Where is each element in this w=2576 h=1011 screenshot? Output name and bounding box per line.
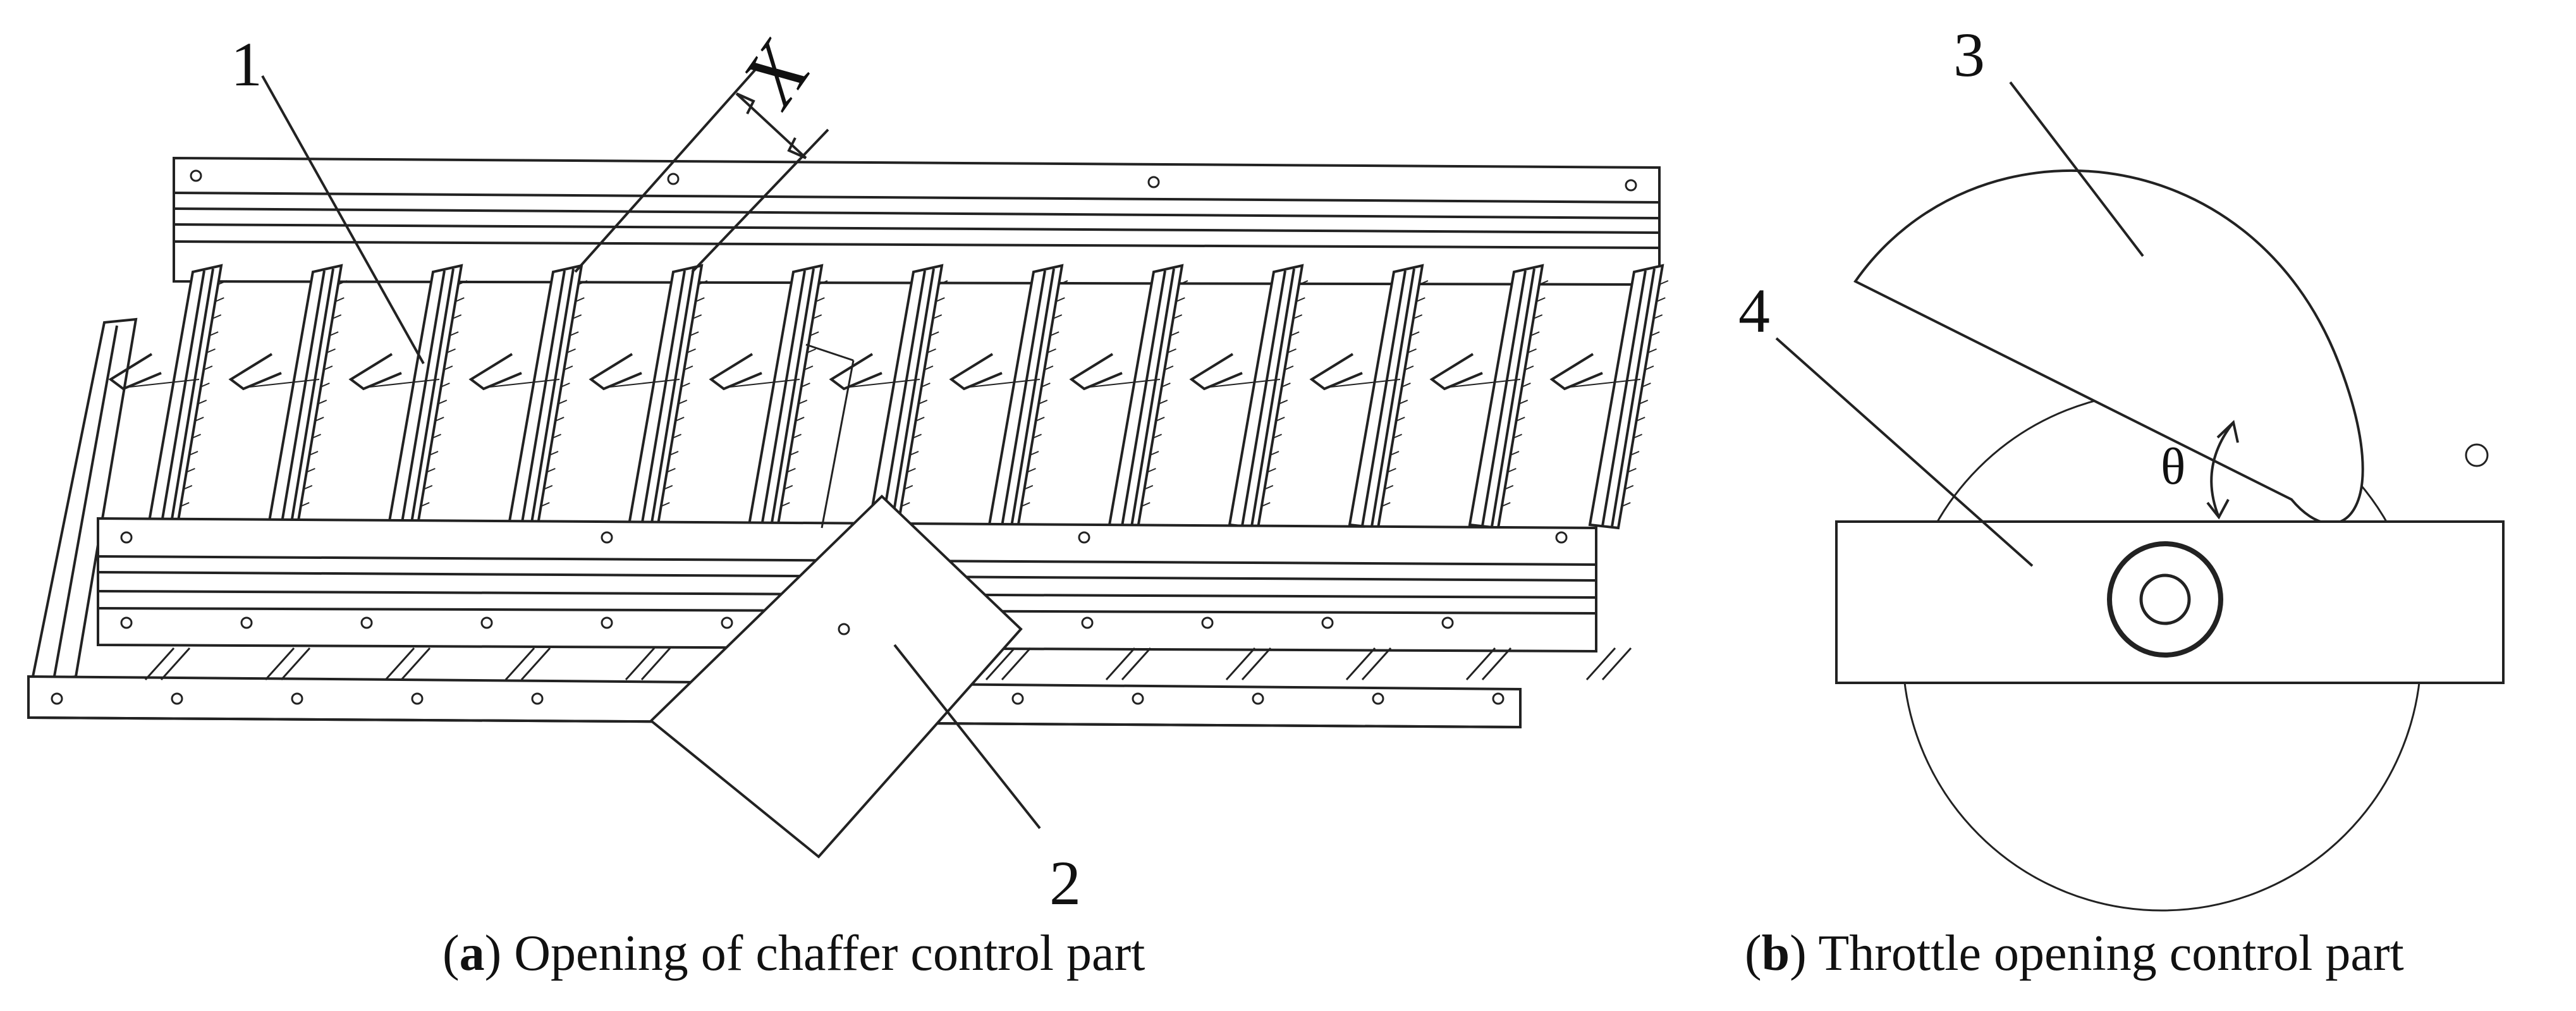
angle-theta-label: θ — [2161, 438, 2185, 495]
dimension-x — [574, 68, 829, 273]
bolt — [1201, 616, 1214, 629]
louvre-fin — [1549, 264, 1669, 530]
bolt — [1321, 616, 1334, 629]
caption-b: (b) Throttle opening control part — [1745, 926, 2404, 981]
bolt — [240, 616, 253, 629]
bolt — [1441, 616, 1454, 629]
bolt — [531, 692, 544, 705]
throttle-shaft-outer — [2107, 541, 2223, 658]
chaffer-control-plate — [649, 343, 1023, 859]
louvre-fin — [1069, 264, 1188, 530]
throttle-shaft-inner — [2139, 573, 2191, 625]
callout-2: 2 — [1049, 848, 1081, 918]
bolt — [1011, 692, 1024, 705]
bolt — [360, 616, 373, 629]
leader-line-4 — [1775, 337, 2034, 567]
louvre-fin — [348, 264, 468, 530]
caption-a-text: Opening of chaffer control part — [514, 926, 1145, 981]
bolt — [1132, 692, 1144, 705]
chaffer-top-rail — [173, 156, 1661, 286]
angle-arc — [2210, 421, 2235, 518]
throttle-valve — [1853, 169, 2364, 525]
bolt — [1492, 692, 1505, 705]
throttle-drawing — [1775, 81, 2505, 912]
leader-line-2 — [893, 644, 1041, 830]
caption-b-tag: b — [1761, 926, 1790, 981]
callout-1: 1 — [231, 29, 262, 99]
bolt — [120, 616, 133, 629]
louvre-fin — [228, 264, 348, 530]
louvre-fin — [468, 264, 588, 530]
caption-a: (a) Opening of chaffer control part — [443, 926, 1145, 981]
bolt — [1555, 531, 1568, 544]
louvre-fin — [1429, 264, 1549, 530]
leader-line-1 — [261, 75, 425, 364]
bolt — [480, 616, 493, 629]
louvre-fin — [709, 264, 828, 530]
bolt — [291, 692, 303, 705]
throttle-valve-hole — [2465, 443, 2489, 467]
dimension-x-label: X — [723, 25, 829, 123]
caption-a-tag: a — [459, 926, 485, 981]
callout-4: 4 — [1738, 276, 1770, 346]
leader-line-3 — [2009, 81, 2144, 257]
louvre-fin — [589, 264, 708, 530]
chaffer-louvres — [108, 264, 1669, 530]
bolt — [601, 616, 613, 629]
caption-b-text: Throttle opening control part — [1818, 926, 2404, 981]
bolt — [1252, 692, 1264, 705]
chaffer-top-rail-bolts — [190, 169, 1637, 192]
bolt — [51, 692, 63, 705]
louvre-fin — [1309, 264, 1429, 530]
chaffer-drawing — [27, 68, 1669, 859]
bolt — [120, 531, 133, 544]
bolt — [721, 616, 733, 629]
louvre-fin — [1189, 264, 1309, 530]
bolt — [1081, 616, 1094, 629]
bolt — [1372, 692, 1384, 705]
louvre-fin — [829, 264, 948, 530]
chaffer-bottom-rail-bolts — [51, 692, 1505, 705]
bolt — [601, 531, 613, 544]
louvre-fin — [108, 264, 228, 530]
callout-3: 3 — [1953, 20, 1985, 90]
louvre-fin — [949, 264, 1068, 530]
bolt — [411, 692, 424, 705]
bolt — [1078, 531, 1090, 544]
bolt — [171, 692, 183, 705]
